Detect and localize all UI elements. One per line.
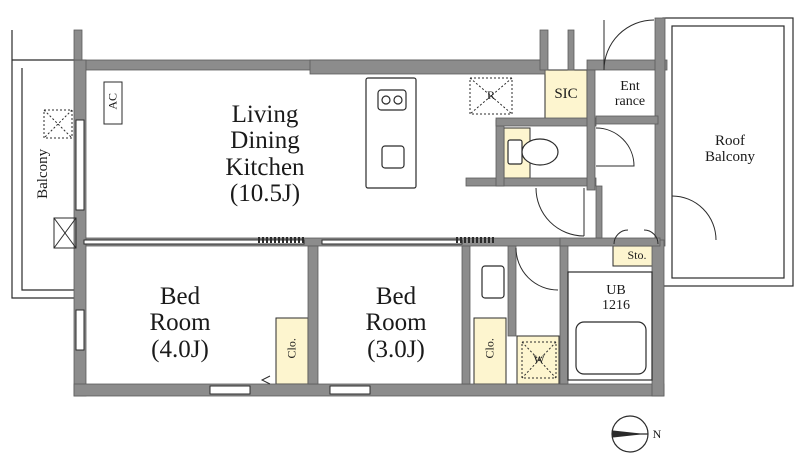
bed1-line1: Bed xyxy=(159,283,201,310)
ldk-line3: Kitchen xyxy=(225,153,305,181)
north-label: N xyxy=(652,427,662,441)
entrance-label: Ent rance xyxy=(604,79,656,109)
washbasin xyxy=(481,265,505,299)
washer-area xyxy=(516,335,560,385)
toilet xyxy=(507,138,559,166)
ldk-label: Living Dining Kitchen (10.5J) xyxy=(190,101,340,207)
doors xyxy=(260,19,717,385)
ub-line2: 1216 xyxy=(602,297,630,313)
washer-space xyxy=(521,341,557,379)
closet2-label: Clo. xyxy=(482,338,497,359)
ac-label: AC xyxy=(105,92,120,110)
balcony-label: Balcony xyxy=(35,148,52,199)
sic-label: SIC xyxy=(554,86,578,102)
compass xyxy=(611,415,649,453)
roof-balcony-line1: Roof xyxy=(715,133,745,149)
entrance-line1: Ent xyxy=(620,79,640,94)
ldk-size: (10.5J) xyxy=(229,179,301,207)
ub-label: UB 1216 xyxy=(586,283,646,313)
bed1-size: (4.0J) xyxy=(151,335,209,363)
ac-unit xyxy=(103,81,123,125)
sto-label: Sto. xyxy=(627,248,647,262)
balcony-outline xyxy=(11,30,80,299)
bed2-size: (3.0J) xyxy=(367,335,425,363)
ldk-line2: Dining xyxy=(230,127,300,155)
closet1-label: Clo. xyxy=(284,338,299,359)
roof-balcony-line2: Balcony xyxy=(705,148,755,165)
bed2-line2: Room xyxy=(365,309,427,337)
entrance-line2: rance xyxy=(614,93,646,109)
ldk-line1: Living xyxy=(231,101,299,128)
bed1-label: Bed Room (4.0J) xyxy=(120,283,240,363)
refrigerator-space xyxy=(469,77,513,115)
ub-line1: UB xyxy=(606,283,626,298)
washer-label: W xyxy=(533,352,545,366)
bed2-label: Bed Room (3.0J) xyxy=(336,283,456,363)
bed1-line2: Room xyxy=(149,309,211,337)
kitchen-counter xyxy=(365,77,417,189)
outdoor-units xyxy=(43,109,77,249)
bed2-line1: Bed xyxy=(375,283,417,310)
roof-balcony-label: Roof Balcony xyxy=(680,133,780,166)
bathtub xyxy=(567,271,653,381)
refrigerator-label: R xyxy=(486,88,495,102)
sic-area xyxy=(544,69,588,121)
